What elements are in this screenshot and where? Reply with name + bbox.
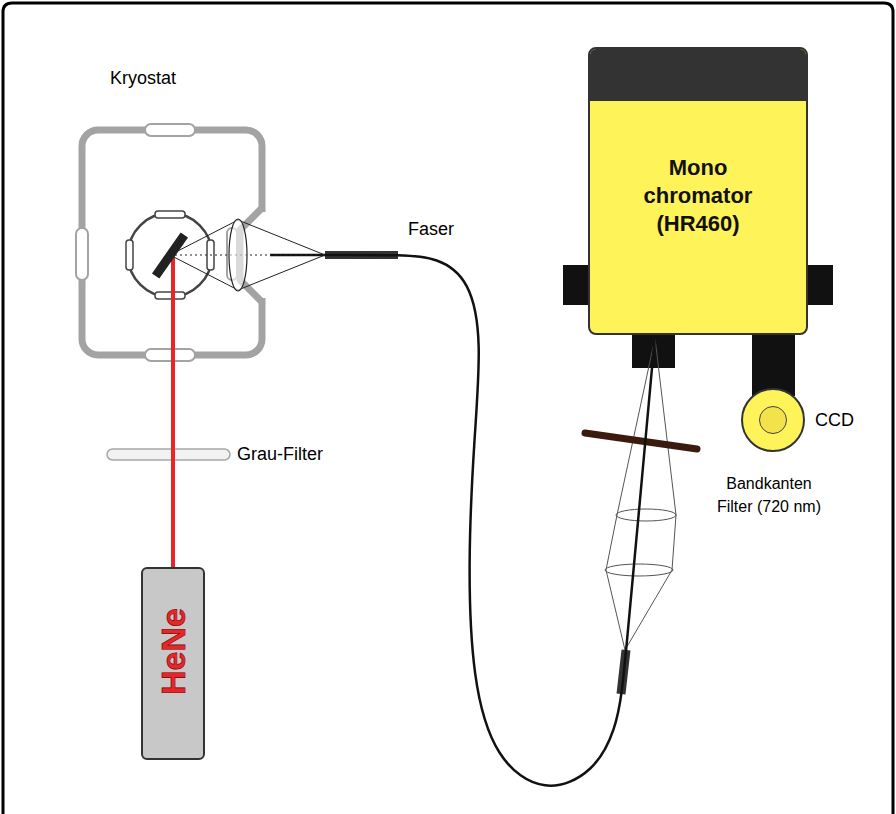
- cryostat-outline: [82, 130, 262, 355]
- ccd-camera: CCD: [741, 388, 805, 452]
- ccd-window: [759, 406, 787, 434]
- lens: [616, 509, 676, 521]
- monochromator-label: Mono chromator (HR460): [634, 154, 762, 238]
- sample: [152, 232, 188, 278]
- collection-cone: [238, 255, 325, 290]
- frame: [3, 3, 893, 814]
- fiber-label: Faser: [408, 219, 454, 240]
- laser-label: HeNe: [154, 608, 193, 695]
- hene-laser: HeNe: [141, 567, 205, 760]
- cryostat-window: [76, 228, 88, 280]
- cold-finger: [128, 213, 212, 297]
- neutral-density-filter: [107, 449, 230, 460]
- lens: [229, 219, 247, 291]
- monochromator-box: Mono chromator (HR460): [588, 47, 808, 335]
- filter-label: Grau-Filter: [237, 444, 323, 465]
- lens: [605, 564, 673, 576]
- inner-window: [155, 292, 185, 299]
- collection-cone: [170, 255, 238, 290]
- mono-side-port: [563, 265, 590, 305]
- cryostat-window: [145, 124, 195, 136]
- cryostat: Kryostat: [82, 130, 262, 355]
- mono-side-port: [806, 265, 833, 305]
- cryostat-label: Kryostat: [110, 68, 176, 89]
- collection-cone: [238, 220, 325, 255]
- cryostat-window: [145, 349, 195, 361]
- ccd-mount: [752, 330, 795, 396]
- monochromator-cap: [590, 49, 806, 101]
- ccd-label: CCD: [815, 410, 854, 431]
- laser-beam: [171, 355, 175, 567]
- laser-beam-inner: [171, 257, 175, 362]
- inner-window: [126, 240, 133, 270]
- inner-window: [155, 211, 185, 218]
- edge-filter-label: Bandkanten Filter (720 nm): [714, 472, 824, 518]
- cryostat-notch-mask: [256, 212, 270, 298]
- edge-filter: [585, 433, 697, 449]
